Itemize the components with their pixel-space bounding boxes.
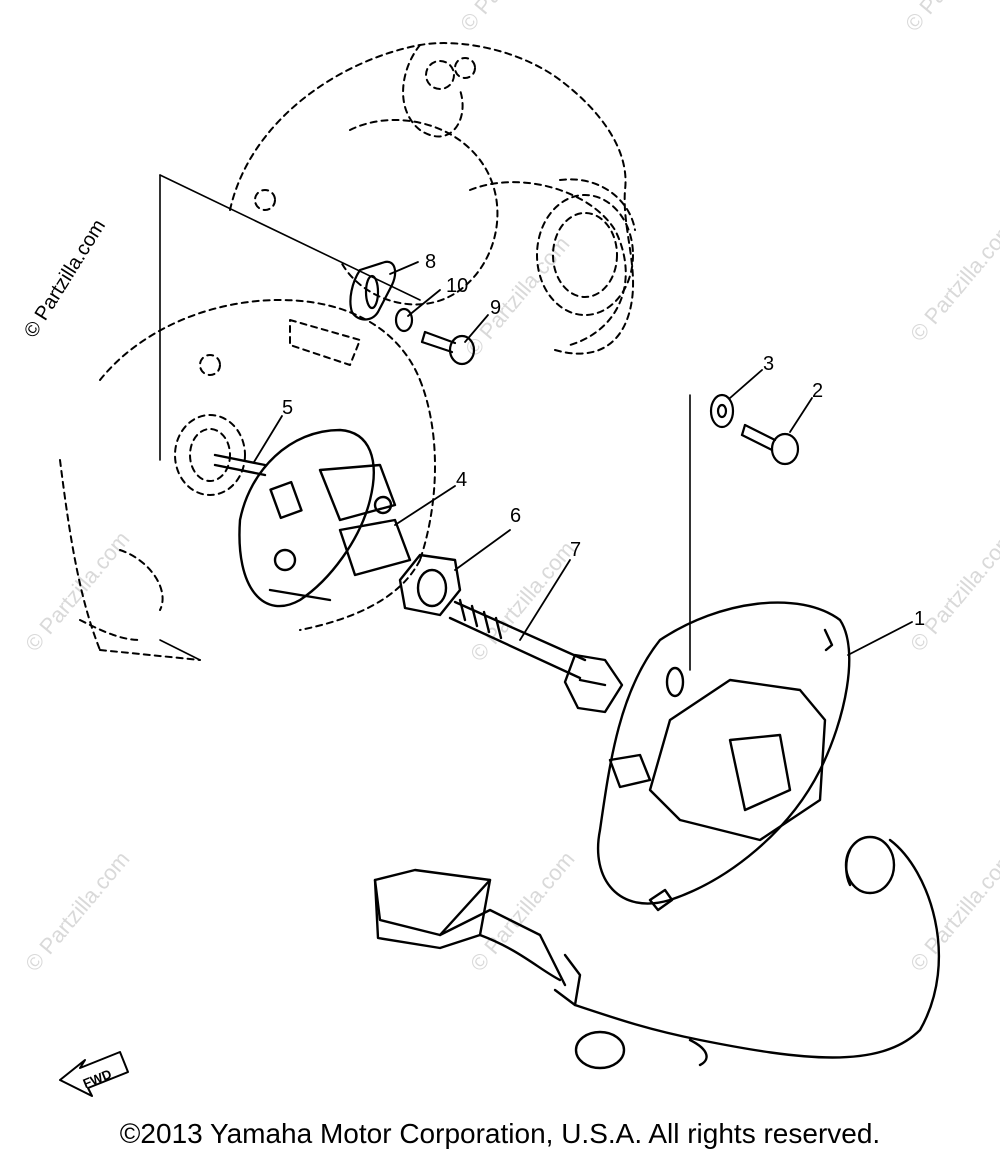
- callout-2: 2: [812, 380, 823, 402]
- part-7-bolt: [448, 598, 624, 714]
- part-9-screw: [420, 330, 476, 366]
- callout-4: 4: [456, 469, 467, 491]
- callout-1: 1: [914, 608, 925, 630]
- callout-6: 6: [510, 505, 521, 527]
- part-10-washer: [394, 307, 414, 333]
- part-8-plate: [349, 260, 397, 321]
- callout-10: 10: [446, 275, 468, 297]
- callout-9: 9: [490, 297, 501, 319]
- part-3-washer: [709, 393, 735, 429]
- crankcase-outline: [59, 42, 636, 661]
- callout-7: 7: [570, 539, 581, 561]
- callout-numbers: 8 10 9 5 4 6 7 3 2 1 FWD: [81, 251, 925, 1091]
- callout-5: 5: [282, 397, 293, 419]
- leader-lines: [253, 261, 913, 656]
- part-6-nut: [398, 553, 462, 617]
- copyright-notice: ©2013 Yamaha Motor Corporation, U.S.A. A…: [119, 1118, 881, 1149]
- callout-8: 8: [425, 251, 436, 273]
- part-2-screw: [740, 423, 800, 466]
- callout-3: 3: [763, 353, 774, 375]
- part-1-base-plate: [573, 601, 941, 1070]
- fwd-label: FWD: [81, 1066, 114, 1091]
- connector-harness: [373, 868, 582, 1007]
- part-4-breaker-assembly: [213, 428, 412, 608]
- fwd-arrow: [59, 1051, 129, 1097]
- reference-lines: [159, 174, 691, 671]
